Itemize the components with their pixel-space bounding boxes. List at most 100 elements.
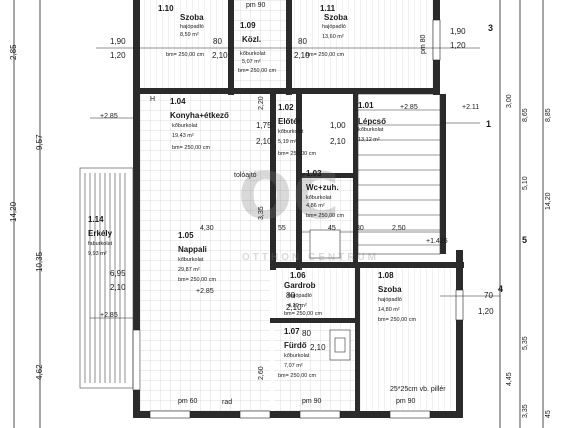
dim-label: 2,20: [258, 96, 265, 110]
right-dim: 5,35: [522, 336, 529, 350]
room-1-09-height: bm= 250,00 cm: [238, 68, 277, 74]
dim-label: 6,95: [110, 269, 126, 278]
dim-label: +2.85: [100, 312, 118, 319]
room-1-09-name: Közl.: [242, 35, 262, 44]
dim-label: 80: [298, 37, 307, 46]
right-dim: 3,35: [522, 404, 529, 418]
dim-label: 2,60: [258, 366, 265, 380]
room-1-08-height: bm= 250,00 cm: [378, 317, 417, 323]
dim-label: 2,10: [212, 51, 228, 60]
section-tag-4: 4: [498, 284, 504, 294]
room-1-10-height: bm= 250,00 cm: [166, 52, 205, 58]
left-dim: 14,20: [9, 201, 18, 222]
dim-label: 2,10: [256, 137, 272, 146]
dim-label: tolóajtó: [234, 172, 257, 179]
watermark-text: OTTHON CENTRUM: [242, 252, 379, 263]
dim-label: +2.85: [196, 288, 214, 295]
room-1-11-height: bm= 250,00 cm: [306, 52, 345, 58]
room-1-11-area: 13,60 m²: [322, 34, 344, 40]
dim-label: pm 90: [302, 398, 322, 405]
dim-label: +2.85: [100, 113, 118, 120]
room-1-02-height: bm= 250,00 cm: [278, 151, 317, 157]
room-1-11-number: 1.11: [320, 4, 336, 13]
room-1-05-name: Nappali: [178, 245, 207, 254]
dim-label: 1,20: [110, 51, 126, 60]
room-1-14-name: Erkély: [88, 229, 113, 238]
room-1-14-floor: faburkolat: [88, 241, 113, 247]
watermark-logo: OC: [238, 160, 340, 234]
right-dim: 8,85: [545, 108, 552, 122]
room-1-14-area: 9,93 m²: [88, 251, 107, 257]
dim-label: 2,10: [110, 283, 126, 292]
room-1-02-floor: kőburkolat: [278, 129, 304, 135]
left-dim: 2,85: [9, 44, 18, 60]
room-1-06-floor: hajópadló: [288, 293, 312, 299]
left-dim: 9,57: [35, 134, 44, 150]
dim-label: 80: [302, 329, 311, 338]
room-1-01-area: 13,12 m²: [358, 137, 380, 143]
dim-label: 1,75: [256, 121, 272, 130]
room-1-07-height: bm= 250,00 cm: [278, 373, 317, 379]
room-1-01-name: Lépcső: [358, 117, 387, 126]
dim-label: 80: [286, 291, 295, 300]
room-1-06-name: Gardrob: [284, 281, 316, 290]
dim-label: 3,35: [258, 206, 265, 220]
dim-label: 70: [484, 291, 493, 300]
dim-label: +2.11: [462, 104, 480, 111]
room-1-02-name: Előtér: [278, 117, 301, 126]
room-1-10-name: Szoba: [180, 13, 204, 22]
dim-label: 55: [278, 225, 286, 232]
right-dim: 8,65: [522, 108, 529, 122]
room-1-08-name: Szoba: [378, 285, 402, 294]
right-dim: 4,45: [506, 372, 513, 386]
dim-label: H: [150, 96, 156, 103]
section-tag-1: 1: [486, 119, 492, 129]
room-1-07-floor: kőburkolat: [284, 353, 310, 359]
room-1-10-area: 8,59 m²: [180, 32, 199, 38]
room-1-09-number: 1.09: [240, 21, 256, 30]
room-1-05-number: 1.05: [178, 231, 194, 240]
dim-label: 1,00: [330, 121, 346, 130]
dim-label: 45: [328, 225, 336, 232]
room-1-01-floor: kőburkolat: [358, 127, 384, 133]
right-dim: 14,20: [545, 192, 552, 210]
room-1-03-number: 1.03: [306, 169, 322, 178]
room-1-04-area: 19,43 m²: [172, 133, 194, 139]
dim-label: 80: [213, 37, 222, 46]
dim-label: 2,10: [330, 137, 346, 146]
room-1-02-number: 1.02: [278, 103, 294, 112]
room-1-08-number: 1.08: [378, 271, 394, 280]
dim-label: 1,20: [450, 41, 466, 50]
dim-label: 4,30: [200, 225, 214, 232]
dim-label: pm 60: [178, 398, 198, 405]
dim-label: pm 90: [246, 2, 266, 9]
room-1-05-height: bm= 250,00 cm: [178, 277, 217, 283]
dim-label: 2,50: [392, 225, 406, 232]
room-1-03-area: 4,86 m²: [306, 203, 325, 209]
dim-label: 30: [356, 225, 364, 232]
dim-label: 1,20: [478, 307, 494, 316]
room-1-06-number: 1.06: [290, 271, 306, 280]
room-1-11-floor: hajópadló: [322, 24, 346, 30]
right-dim: 3,00: [506, 94, 513, 108]
room-1-11-name: Szoba: [324, 13, 348, 22]
dim-label: 2,10: [294, 51, 310, 60]
dim-label: +1.425: [426, 238, 448, 245]
room-1-08-area: 14,80 m²: [378, 307, 400, 313]
pillar-label: 25*25cm vb. pillér: [390, 386, 446, 393]
room-1-14-number: 1.14: [88, 215, 104, 224]
room-1-07-area: 7,07 m²: [284, 363, 303, 369]
room-1-05-floor: kőburkolat: [178, 257, 204, 263]
room-1-04-height: bm= 250,00 cm: [172, 145, 211, 151]
room-1-03-name: Wc+zuh.: [306, 183, 339, 192]
right-dim: 45: [545, 410, 552, 418]
section-tag-3: 3: [488, 23, 494, 33]
room-1-09-floor: kőburkolat: [240, 51, 266, 57]
room-1-04-floor: kőburkolat: [172, 123, 198, 129]
left-dim: 10,35: [35, 251, 44, 272]
left-dim: 4,62: [35, 364, 44, 380]
dim-label: pm 90: [396, 398, 416, 405]
room-1-01-number: 1.01: [358, 101, 374, 110]
room-1-02-area: 5,19 m²: [278, 139, 297, 145]
